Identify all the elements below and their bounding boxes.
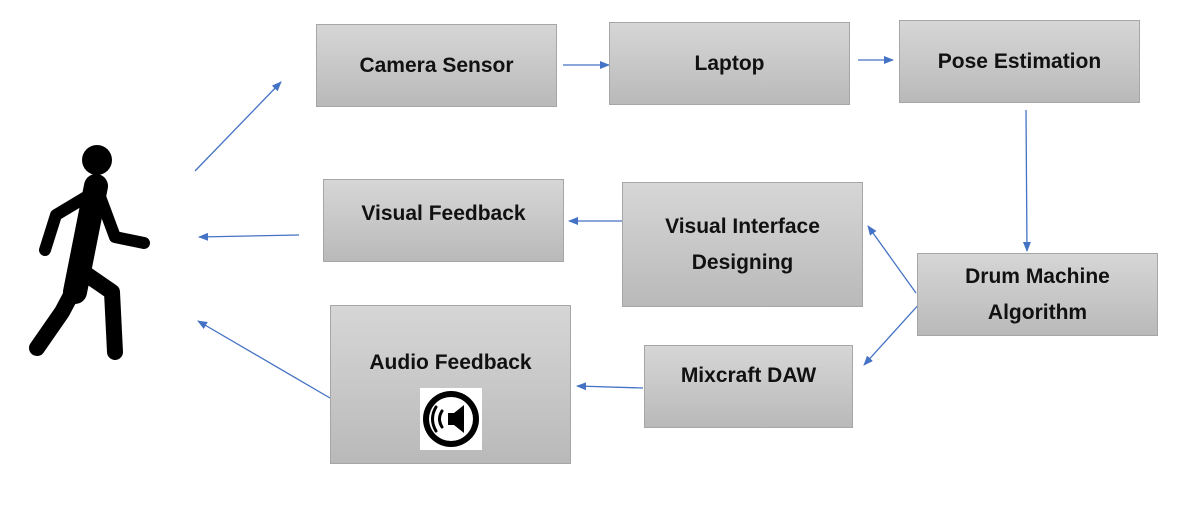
arrow-visual-feedback-to-user — [198, 232, 300, 241]
arrow-pose-to-drum — [1022, 109, 1031, 252]
drum-machine-label-line2: Algorithm — [987, 300, 1088, 324]
audio-feedback-node: Audio Feedback — [330, 305, 571, 464]
pose-estimation-label: Pose Estimation — [937, 49, 1102, 73]
drum-machine-label-line1: Drum Machine — [965, 264, 1110, 288]
visual-feedback-node: Visual Feedback — [323, 179, 564, 262]
laptop-node: Laptop — [609, 22, 850, 105]
laptop-label: Laptop — [694, 51, 765, 75]
camera-sensor-label: Camera Sensor — [359, 53, 514, 77]
visual-feedback-label: Visual Feedback — [361, 202, 526, 225]
mixcraft-daw-label: Mixcraft DAW — [680, 363, 817, 387]
audio-feedback-label: Audio Feedback — [369, 350, 532, 374]
walking-person-icon — [29, 145, 150, 360]
arrow-drum-to-mixcraft — [863, 301, 922, 366]
pose-estimation-node: Pose Estimation — [899, 20, 1140, 103]
camera-sensor-node: Camera Sensor — [316, 24, 557, 107]
visual-interface-designing-node: Visual Interface Designing — [622, 182, 863, 307]
drum-machine-algorithm-node: Drum Machine Algorithm — [917, 253, 1158, 336]
visual-interface-label-line2: Designing — [691, 250, 794, 274]
speaker-icon — [419, 388, 482, 451]
arrow-user-to-camera — [194, 81, 282, 172]
arrow-audio-feedback-to-user — [197, 320, 331, 399]
mixcraft-daw-node: Mixcraft DAW — [644, 345, 853, 428]
visual-interface-label-line1: Visual Interface — [665, 214, 820, 238]
arrow-drum-to-visual-interface — [867, 225, 917, 294]
arrow-mixcraft-to-audio-feedback — [576, 382, 644, 391]
